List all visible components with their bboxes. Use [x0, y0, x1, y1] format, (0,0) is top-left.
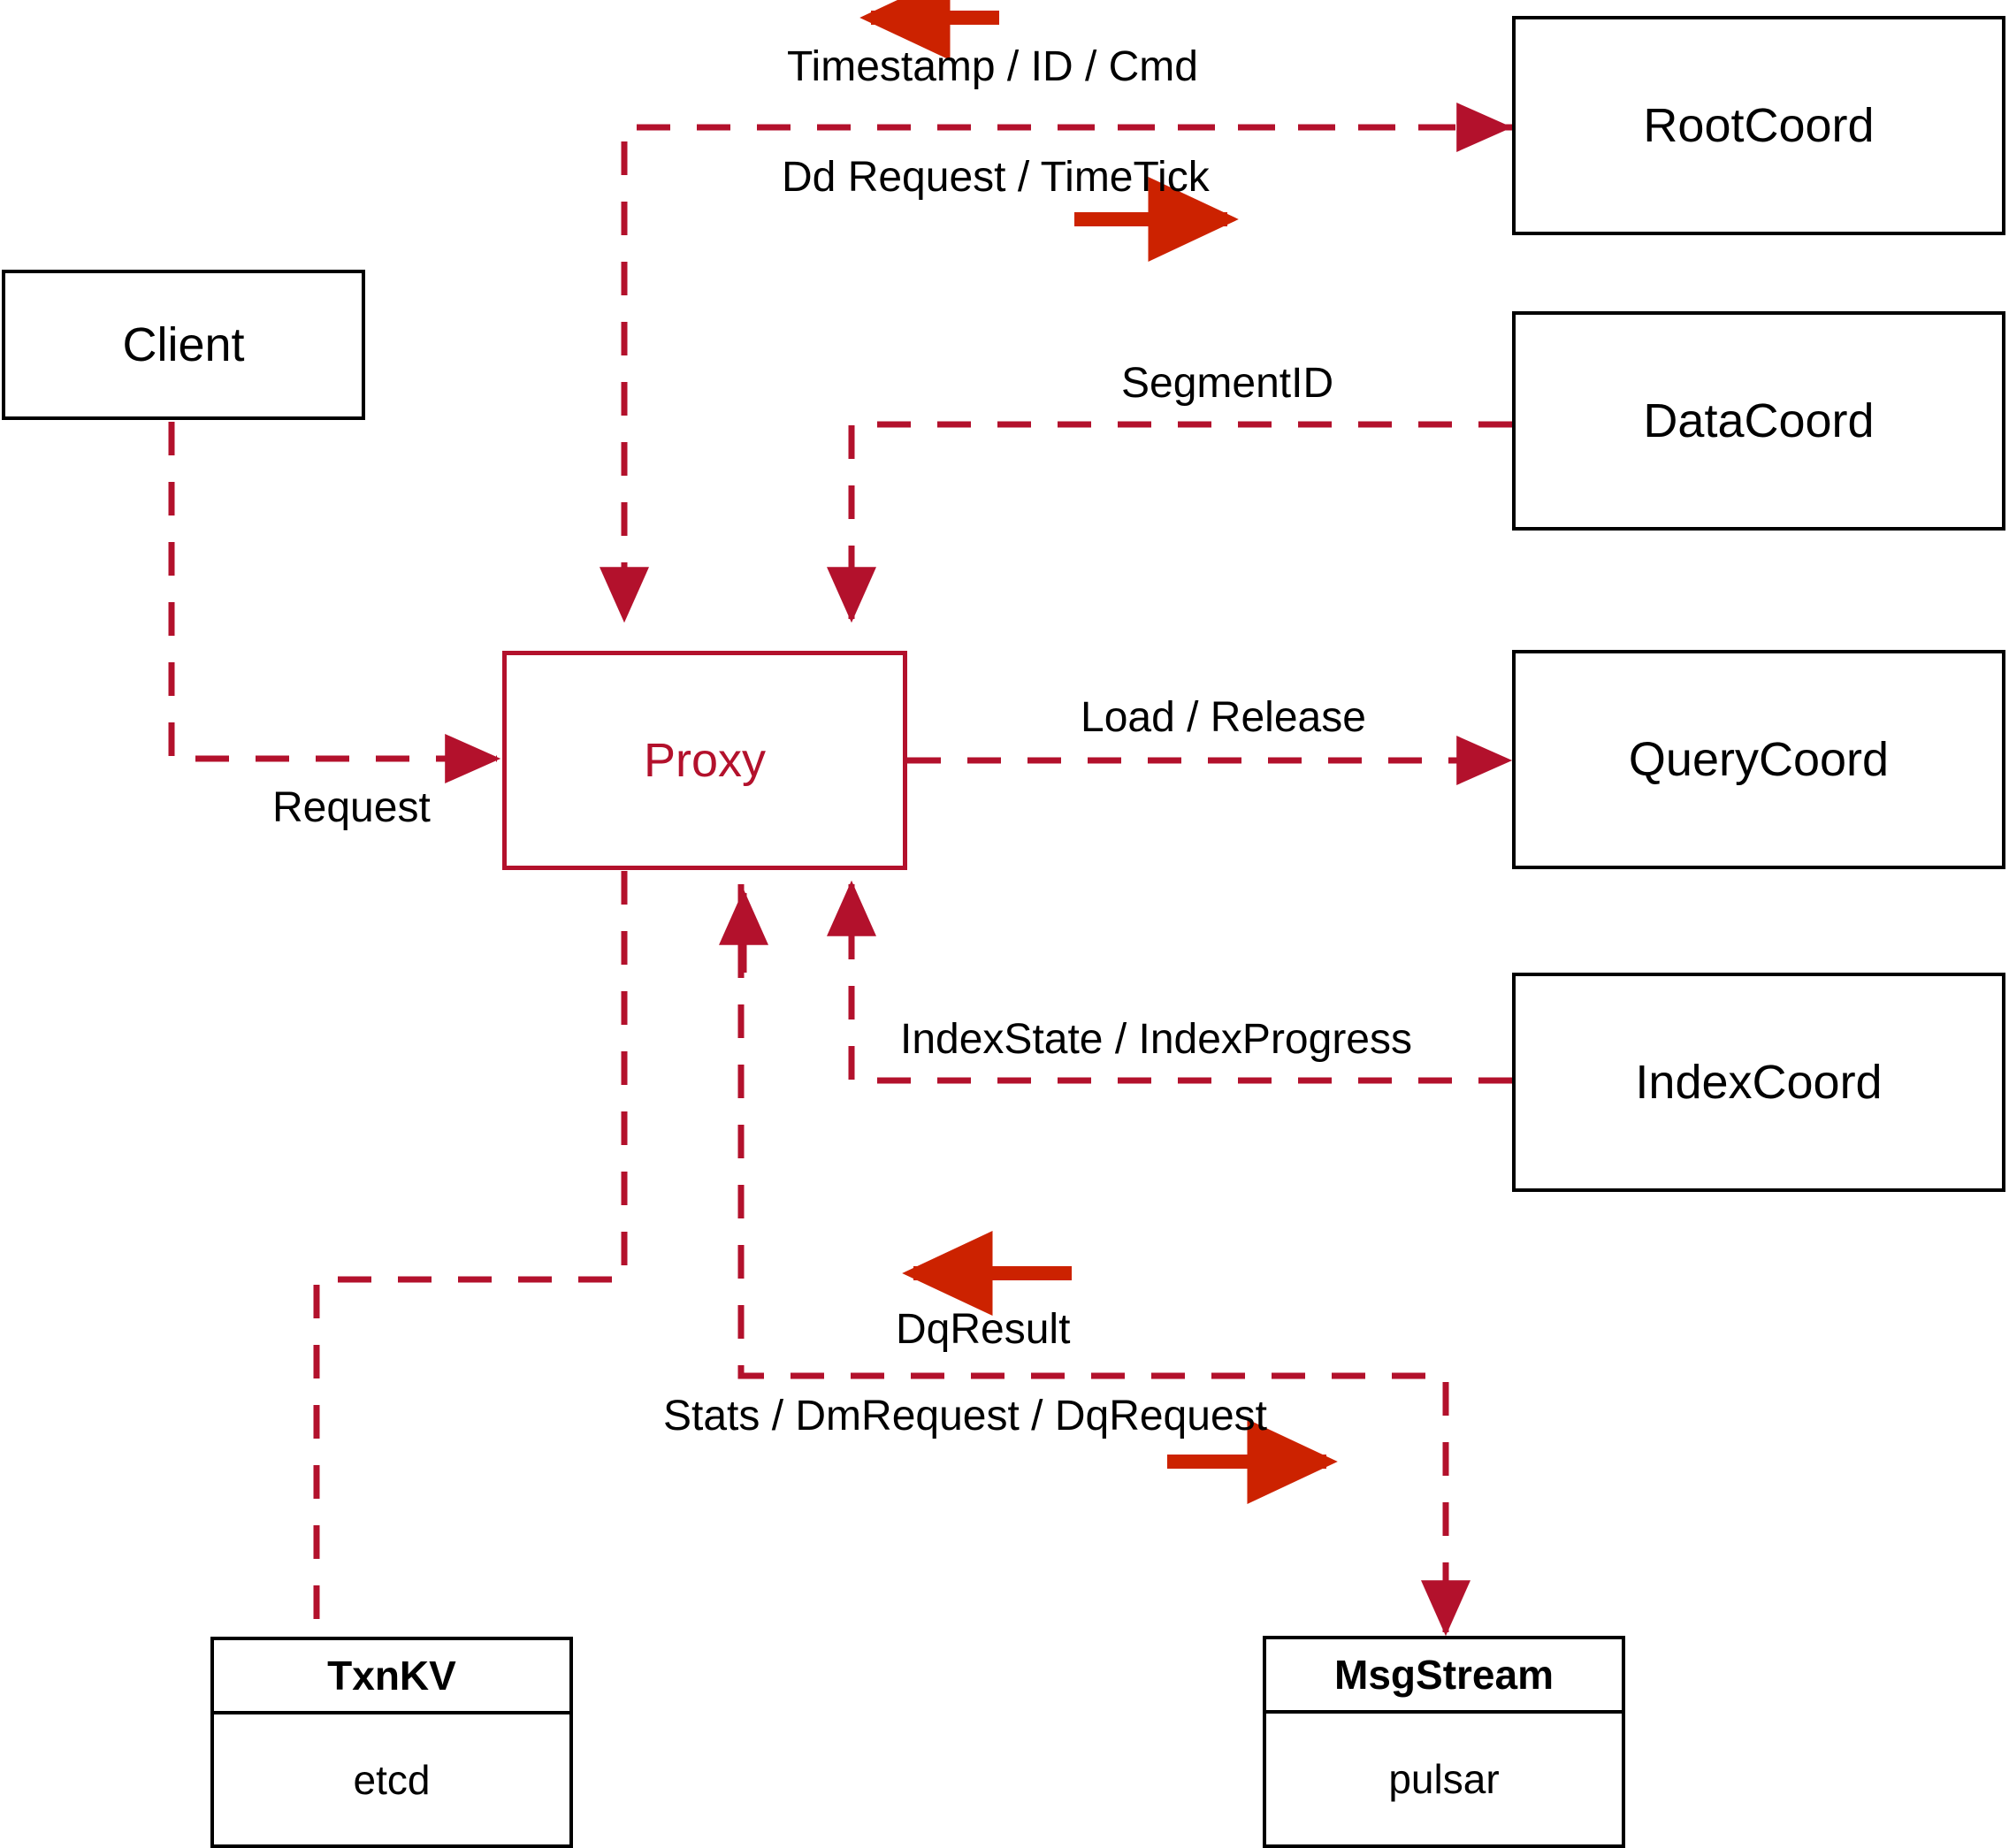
edge-label-indexstate-indexprogress: IndexState / IndexProgress	[900, 1016, 1412, 1063]
node-txnkv-header: TxnKV	[214, 1640, 569, 1714]
node-client[interactable]: Client	[2, 270, 365, 420]
node-msgstream-impl: pulsar	[1388, 1756, 1500, 1802]
edge-proxy-msgstream	[719, 884, 1470, 1637]
node-querycoord-label: QueryCoord	[1628, 733, 1890, 786]
edge-label-dqresult: DqResult	[896, 1306, 1071, 1353]
node-txnkv-body: etcd	[214, 1714, 569, 1844]
edge-proxy-txnkv	[313, 871, 628, 1637]
node-txnkv[interactable]: TxnKV etcd	[210, 1637, 573, 1848]
node-msgstream-body: pulsar	[1266, 1714, 1622, 1844]
node-client-label: Client	[122, 318, 245, 371]
node-indexcoord-label: IndexCoord	[1635, 1056, 1883, 1109]
node-proxy[interactable]: Proxy	[502, 651, 907, 870]
edge-label-request: Request	[272, 784, 431, 831]
edge-label-segmentid: SegmentID	[1121, 360, 1334, 407]
node-rootcoord[interactable]: RootCoord	[1512, 16, 2005, 235]
edge-indexcoord-proxy	[827, 880, 1512, 1084]
node-querycoord[interactable]: QueryCoord	[1512, 650, 2005, 869]
node-msgstream-title: MsgStream	[1334, 1652, 1554, 1698]
node-datacoord[interactable]: DataCoord	[1512, 311, 2005, 531]
edge-label-stats-dmrequest-dqrequest: Stats / DmRequest / DqRequest	[663, 1393, 1267, 1439]
node-txnkv-impl: etcd	[353, 1756, 431, 1803]
node-indexcoord[interactable]: IndexCoord	[1512, 973, 2005, 1192]
node-txnkv-title: TxnKV	[327, 1653, 456, 1699]
edge-rootcoord-proxy	[600, 103, 1513, 623]
node-proxy-label: Proxy	[643, 734, 767, 787]
edge-label-timestamp-id-cmd: Timestamp / ID / Cmd	[787, 43, 1198, 90]
node-msgstream-header: MsgStream	[1266, 1639, 1622, 1714]
edge-label-load-release: Load / Release	[1081, 694, 1366, 741]
edge-label-dd-request-timetick: Dd Request / TimeTick	[782, 154, 1210, 201]
node-msgstream[interactable]: MsgStream pulsar	[1263, 1636, 1625, 1848]
node-rootcoord-label: RootCoord	[1643, 99, 1875, 152]
edge-client-proxy	[168, 422, 501, 783]
edge-datacoord-proxy	[827, 421, 1512, 623]
node-datacoord-label: DataCoord	[1643, 394, 1875, 447]
